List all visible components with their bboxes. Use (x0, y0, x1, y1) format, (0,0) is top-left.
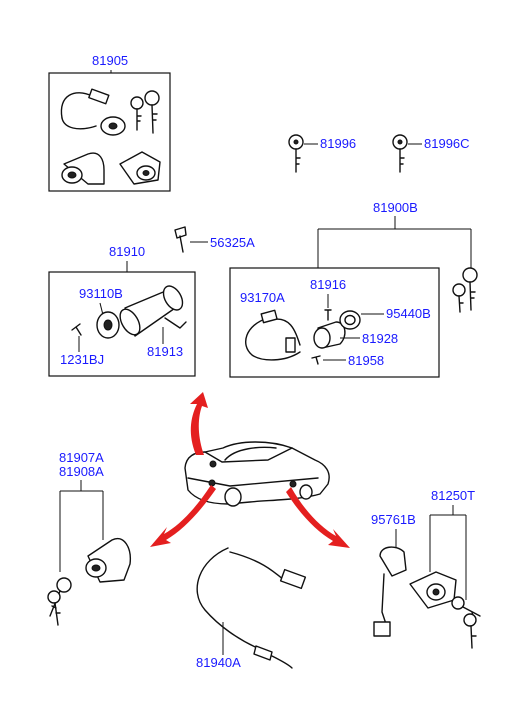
kit-right-group: 93170A 81916 81928 95440B 81958 (229, 267, 440, 378)
kit-81910-box (48, 271, 196, 377)
label-81908a[interactable]: 81908A (59, 464, 104, 479)
key-icon (144, 90, 160, 134)
door-lock-group: 81907A 81908A (47, 450, 131, 626)
key-icon (47, 590, 61, 626)
kit-cable-2 (61, 117, 97, 130)
screw-icon (71, 323, 82, 336)
key-icon (392, 134, 408, 173)
trunk-bracket (379, 546, 407, 577)
screw-icon (324, 309, 332, 321)
arrow-down-left-icon (150, 485, 216, 547)
label-93170a[interactable]: 93170A (240, 290, 285, 305)
kit-81905-box (48, 72, 171, 192)
screw-icon (174, 226, 187, 239)
label-81250t[interactable]: 81250T (431, 488, 475, 503)
label-1231bj[interactable]: 1231BJ (60, 352, 104, 367)
label-81940a[interactable]: 81940A (196, 655, 241, 670)
release-cable-group: 81940A (196, 547, 307, 670)
screw-icon (311, 355, 321, 365)
label-93110b[interactable]: 93110B (79, 286, 123, 301)
kit-81910-group: 81910 93110B 1231BJ 81913 (48, 244, 196, 377)
arrow-down-right-icon (286, 487, 350, 548)
key-81996c-group: 81996C (392, 134, 470, 173)
kit-81905-group: 81905 (48, 53, 171, 192)
arrow-up-icon (190, 392, 208, 455)
label-81916[interactable]: 81916 (310, 277, 346, 292)
key-81996-group: 81996 (288, 134, 356, 173)
label-81900b[interactable]: 81900B (373, 200, 418, 215)
car-illustration (184, 441, 330, 507)
label-81910[interactable]: 81910 (109, 244, 145, 259)
label-81958[interactable]: 81958 (348, 353, 384, 368)
key-icon (463, 613, 477, 649)
key-icon (451, 596, 481, 617)
key-icon (130, 96, 144, 131)
kit-right-box (229, 267, 440, 378)
kit-door-cylinder (63, 152, 105, 185)
location-arrows (150, 392, 350, 548)
label-81996[interactable]: 81996 (320, 136, 356, 151)
kit-connector (88, 88, 110, 105)
trunk-lock-group: 95761B 81250T (371, 488, 481, 649)
label-95761b[interactable]: 95761B (371, 512, 416, 527)
label-81913[interactable]: 81913 (147, 344, 183, 359)
label-81996c[interactable]: 81996C (424, 136, 470, 151)
label-81907a[interactable]: 81907A (59, 450, 104, 465)
label-81905[interactable]: 81905 (92, 53, 128, 68)
screw-56325a-group: 56325A (174, 226, 255, 253)
label-95440b[interactable]: 95440B (386, 306, 431, 321)
label-81928[interactable]: 81928 (362, 331, 398, 346)
key-icon (462, 267, 478, 311)
label-56325a[interactable]: 56325A (210, 235, 255, 250)
wire-harness (245, 317, 301, 361)
kit-81900b-group: 81900B (317, 200, 478, 313)
release-cable (196, 547, 263, 651)
key-icon (288, 134, 304, 173)
key-icon (452, 283, 466, 313)
